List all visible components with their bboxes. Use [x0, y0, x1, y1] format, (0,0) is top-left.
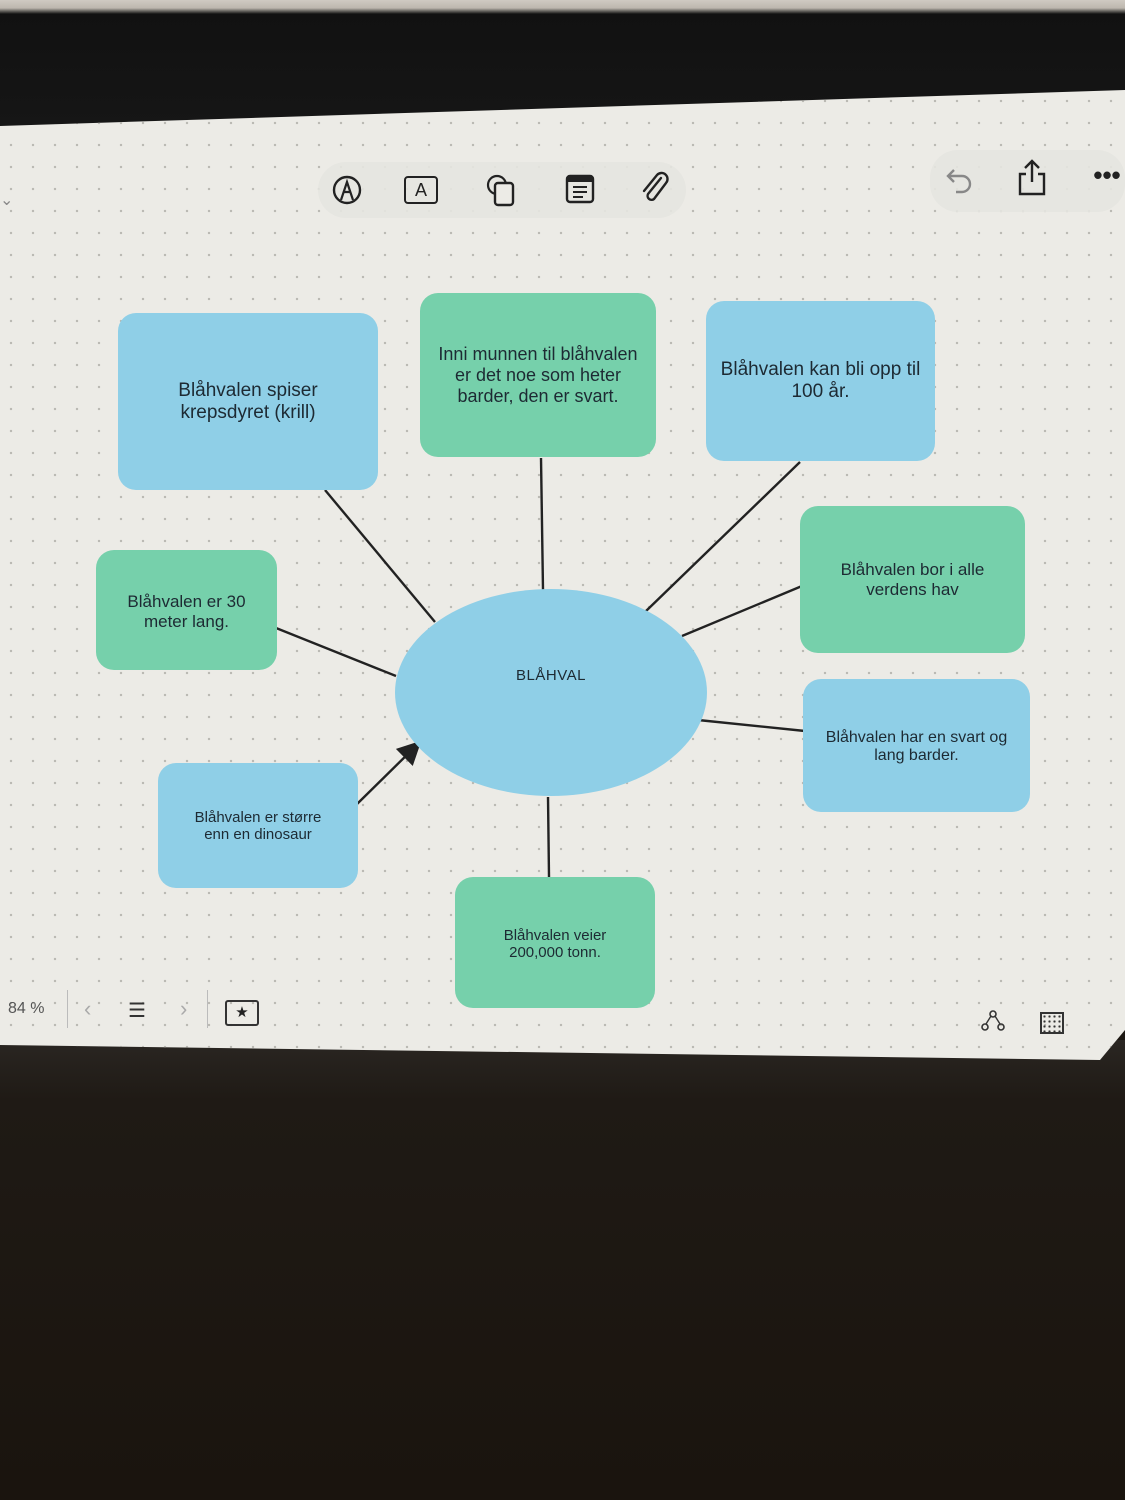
- node-length[interactable]: Blåhvalen er 30 meter lang.: [96, 550, 277, 670]
- node-text: Blåhvalen veier 200,000 tonn.: [503, 927, 607, 961]
- sticky-note-icon[interactable]: [560, 174, 600, 211]
- connector-line[interactable]: [324, 489, 436, 623]
- divider: [67, 990, 68, 1028]
- connector-line[interactable]: [539, 457, 545, 591]
- previous-scene-icon[interactable]: ‹: [84, 996, 92, 1021]
- connector-line[interactable]: [546, 796, 551, 878]
- node-dinosaur[interactable]: Blåhvalen er større enn en dinosaur: [158, 763, 358, 888]
- center-node[interactable]: BLÅHVAL: [395, 589, 707, 796]
- node-barder-black[interactable]: Blåhvalen har en svart og lang barder.: [803, 679, 1030, 812]
- add-scene-star-icon[interactable]: ★: [225, 1000, 259, 1026]
- connector-line[interactable]: [644, 461, 801, 613]
- scene-list-icon[interactable]: ☰: [128, 1000, 146, 1022]
- top-right-controls: [930, 150, 1125, 212]
- node-text: Blåhvalen bor i alle verdens hav: [840, 560, 985, 599]
- more-icon[interactable]: •••: [1093, 160, 1121, 190]
- node-text: Blåhvalen er større enn en dinosaur: [194, 809, 322, 843]
- node-krill[interactable]: Blåhvalen spiser krepsdyret (krill): [118, 313, 378, 490]
- divider: [207, 990, 208, 1028]
- desk-surface: [0, 1040, 1125, 1500]
- node-text: Blåhvalen er 30 meter lang.: [127, 592, 246, 631]
- node-habitat[interactable]: Blåhvalen bor i alle verdens hav: [800, 506, 1025, 653]
- node-age[interactable]: Blåhvalen kan bli opp til 100 år.: [706, 301, 935, 461]
- node-text: Blåhvalen har en svart og lang barder.: [825, 729, 1008, 764]
- chevron-down-icon[interactable]: ⌄: [0, 192, 14, 209]
- text-box-icon[interactable]: A: [404, 176, 444, 204]
- attachment-icon[interactable]: [635, 170, 675, 213]
- node-text: Inni munnen til blåhvalen er det noe som…: [438, 343, 638, 406]
- connectors-icon[interactable]: [980, 1010, 1006, 1037]
- share-icon[interactable]: [1012, 158, 1052, 205]
- node-weight[interactable]: Blåhvalen veier 200,000 tonn.: [455, 877, 655, 1008]
- undo-icon[interactable]: [940, 164, 980, 203]
- connector-line[interactable]: [697, 718, 806, 733]
- center-node-label: BLÅHVAL: [516, 667, 586, 684]
- text-tool-glyph: A: [404, 176, 438, 204]
- zoom-level[interactable]: 84 %: [8, 1000, 45, 1017]
- node-text: Blåhvalen spiser krepsdyret (krill): [178, 379, 318, 423]
- grid-icon[interactable]: [1040, 1012, 1064, 1034]
- shape-icon[interactable]: [482, 172, 522, 215]
- connector-line[interactable]: [681, 584, 803, 638]
- node-text: Blåhvalen kan bli opp til 100 år.: [720, 359, 921, 402]
- connector-arrow[interactable]: [354, 740, 422, 807]
- node-barder[interactable]: Inni munnen til blåhvalen er det noe som…: [420, 293, 656, 457]
- pen-icon[interactable]: [327, 174, 367, 213]
- next-scene-icon[interactable]: ›: [180, 996, 188, 1021]
- connector-line[interactable]: [275, 626, 397, 678]
